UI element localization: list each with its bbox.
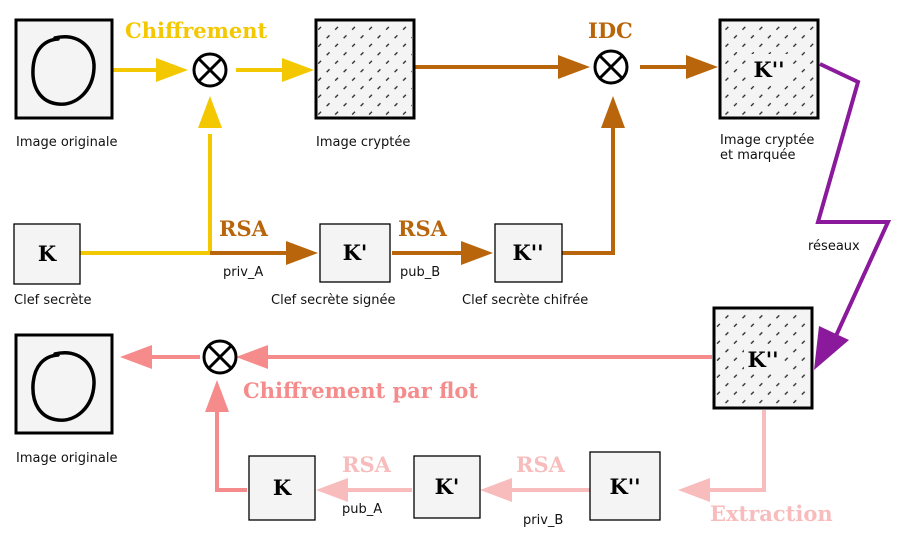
arrow-to-marked [686, 55, 718, 79]
caption-encrypted-key: Clef secrète chifrée [462, 293, 588, 308]
secret-key-label: K [38, 241, 57, 266]
bottom-key-signed-box [413, 455, 481, 519]
caption-network: réseaux [808, 239, 860, 254]
label-rsa-4: RSA [516, 452, 566, 477]
signed-key-box [319, 223, 391, 283]
label-chiffrement-flot: Chiffrement par flot [243, 378, 478, 403]
marked-image-box [718, 18, 820, 120]
bottom-key-box [248, 455, 316, 521]
arrow-up-to-xor [198, 96, 222, 128]
label-rsa-2: RSA [398, 216, 448, 241]
bottom-key-label: K [273, 475, 292, 500]
xor-operator-top [192, 52, 228, 88]
arrow-up-to-idc [601, 96, 625, 128]
connections [80, 62, 892, 492]
xor-operator-idc [593, 49, 629, 85]
bottom-key-encrypted-label: K'' [609, 474, 640, 499]
received-image-key-label: K'' [747, 347, 778, 372]
encrypted-image-box [314, 18, 416, 120]
line-network [815, 62, 892, 339]
signed-key-label: K' [343, 240, 368, 265]
arrow-to-xor-top [156, 58, 188, 82]
arrow-network-end [814, 326, 849, 370]
arrow-to-xor-bottom [236, 345, 268, 369]
bottom-key-signed-label: K' [435, 474, 460, 499]
label-rsa-3: RSA [342, 452, 392, 477]
line-bottom-key-up [215, 408, 247, 492]
caption-original-top: Image originale [16, 135, 117, 150]
caption-marked-line1: Image cryptée [720, 133, 814, 148]
caption-signed-key: Clef secrète signée [271, 293, 395, 308]
label-priv-b: priv_B [523, 513, 563, 528]
line-encrypted-key-up [562, 128, 615, 255]
original-image-bottom [14, 333, 114, 435]
encrypted-key-box [494, 223, 563, 283]
encrypted-key-label: K'' [512, 240, 543, 265]
received-image-box [712, 306, 814, 410]
caption-encrypted-image: Image cryptée [316, 135, 410, 150]
arrow-to-bottom-k-encrypted [678, 478, 710, 502]
arrow-to-original-bottom [120, 345, 152, 369]
label-idc: IDC [588, 18, 633, 43]
arrow-up-to-xor-bottom [205, 380, 229, 412]
caption-original-bottom: Image originale [16, 451, 117, 466]
line-secret-key-up [80, 134, 212, 255]
circle-drawing [31, 35, 96, 106]
arrowheads [120, 55, 849, 502]
bottom-key-encrypted-box [589, 451, 661, 521]
arrow-to-bottom-k-signed [480, 478, 512, 502]
line-extraction [694, 410, 766, 492]
secret-key-box [13, 223, 81, 285]
arrow-to-bottom-k [316, 478, 348, 502]
arrow-to-encrypted-key [461, 241, 493, 265]
xor-operator-bottom [202, 339, 238, 375]
label-extraction: Extraction [710, 501, 833, 526]
arrow-to-encrypted-image [282, 58, 314, 82]
caption-marked-line2: et marquée [720, 148, 795, 163]
caption-secret-key: Clef secrète [14, 293, 91, 308]
arrow-to-signed-key [286, 241, 318, 265]
label-chiffrement: Chiffrement [125, 18, 267, 43]
label-pub-a: pub_A [342, 502, 382, 517]
label-pub-b: pub_B [400, 265, 440, 280]
circle-drawing-bottom [31, 351, 96, 422]
marked-image-key-label: K'' [753, 57, 784, 82]
label-priv-a: priv_A [223, 265, 263, 280]
arrow-to-idc [558, 55, 590, 79]
label-rsa-1: RSA [219, 216, 269, 241]
original-image-top [14, 18, 114, 120]
